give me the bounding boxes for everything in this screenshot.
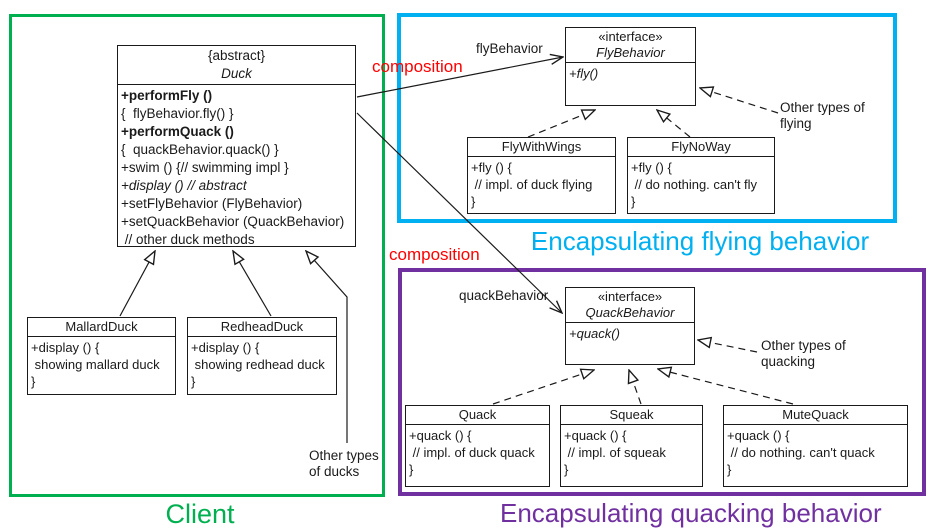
- interface-flybehavior: «interface» FlyBehavior +fly(): [565, 27, 696, 106]
- mutequack-member: // do nothing. can't quack: [727, 445, 875, 460]
- other-ducks-line2: of ducks: [309, 464, 360, 479]
- mutequack-name: MuteQuack: [782, 407, 849, 422]
- duck-stereotype: {abstract}: [207, 48, 266, 63]
- squeak-member: }: [564, 462, 569, 477]
- other-flying-line2: flying: [780, 116, 812, 131]
- other-ducks-label: Other types of ducks: [309, 448, 379, 480]
- duck-member: { quackBehavior.quack() }: [121, 142, 279, 157]
- composition-label-quack: composition: [389, 245, 480, 264]
- flybehavior-member: +fly(): [569, 66, 599, 81]
- flynoway-member: +fly () {: [631, 160, 672, 175]
- class-mutequack-title: MuteQuack: [724, 406, 907, 425]
- flybehavior-stereotype: «interface»: [598, 29, 663, 44]
- class-duck-members: +performFly () { flyBehavior.fly() } +pe…: [118, 85, 355, 251]
- class-flynoway-title: FlyNoWay: [628, 138, 774, 157]
- mallardduck-member: +display () {: [31, 340, 100, 355]
- quackbehavior-member: +quack(): [569, 326, 620, 341]
- other-quacking-label: Other types of quacking: [761, 338, 846, 370]
- quackbehavior-stereotype: «interface»: [597, 289, 663, 304]
- class-squeak-title: Squeak: [561, 406, 702, 425]
- duck-member: +performFly (): [121, 88, 213, 103]
- redheadduck-name: RedheadDuck: [220, 319, 304, 334]
- flynoway-member: }: [631, 194, 636, 209]
- class-quack-members: +quack () { // impl. of duck quack }: [406, 425, 549, 480]
- squeak-member: +quack () {: [564, 428, 627, 443]
- class-quack: Quack +quack () { // impl. of duck quack…: [405, 405, 550, 487]
- squeak-member: // impl. of squeak: [564, 445, 666, 460]
- flynoway-member: // do nothing. can't fly: [631, 177, 758, 192]
- squeak-name: Squeak: [609, 407, 654, 422]
- class-squeak: Squeak +quack () { // impl. of squeak }: [560, 405, 703, 487]
- class-redheadduck-members: +display () { showing redhead duck }: [188, 337, 336, 392]
- class-mallardduck: MallardDuck +display () { showing mallar…: [27, 317, 176, 395]
- interface-flybehavior-members: +fly(): [566, 63, 695, 84]
- redheadduck-member: showing redhead duck: [191, 357, 325, 372]
- class-flywithwings: FlyWithWings +fly () { // impl. of duck …: [467, 137, 616, 214]
- mallardduck-member: showing mallard duck: [31, 357, 160, 372]
- duck-member: +setQuackBehavior (QuackBehavior): [121, 214, 345, 229]
- class-mallardduck-title: MallardDuck: [28, 318, 175, 337]
- class-redheadduck-title: RedheadDuck: [188, 318, 336, 337]
- flybehavior-association-label: flyBehavior: [476, 41, 543, 56]
- composition-label-fly: composition: [372, 57, 463, 76]
- duck-name: Duck: [221, 66, 252, 81]
- flywithwings-member: +fly () {: [471, 160, 512, 175]
- class-duck: {abstract} Duck +performFly () { flyBeha…: [117, 45, 356, 247]
- quack-name: Quack: [458, 407, 497, 422]
- flying-region-caption: Encapsulating flying behavior: [530, 226, 870, 256]
- interface-quackbehavior-title: «interface» QuackBehavior: [566, 288, 694, 323]
- quackbehavior-name: QuackBehavior: [585, 305, 675, 320]
- interface-quackbehavior-members: +quack(): [566, 323, 694, 344]
- duck-member: +display () // abstract: [121, 178, 247, 193]
- class-quack-title: Quack: [406, 406, 549, 425]
- class-duck-title: {abstract} Duck: [118, 46, 355, 85]
- other-quacking-line2: quacking: [761, 354, 816, 369]
- other-flying-label: Other types of flying: [780, 100, 865, 132]
- interface-flybehavior-title: «interface» FlyBehavior: [566, 28, 695, 63]
- other-flying-line1: Other types of: [780, 100, 865, 115]
- quack-member: // impl. of duck quack: [409, 445, 535, 460]
- duck-member: +setFlyBehavior (FlyBehavior): [121, 196, 303, 211]
- redheadduck-member: +display () {: [191, 340, 260, 355]
- other-quacking-line1: Other types of: [761, 338, 846, 353]
- class-flywithwings-title: FlyWithWings: [468, 138, 615, 157]
- class-flynoway: FlyNoWay +fly () { // do nothing. can't …: [627, 137, 775, 214]
- quack-member: }: [409, 462, 414, 477]
- mutequack-member: +quack () {: [727, 428, 790, 443]
- flywithwings-name: FlyWithWings: [501, 139, 582, 154]
- class-mallardduck-members: +display () { showing mallard duck }: [28, 337, 175, 392]
- quacking-region-caption: Encapsulating quacking behavior: [500, 498, 882, 528]
- duck-member: +performQuack (): [121, 124, 234, 139]
- class-flynoway-members: +fly () { // do nothing. can't fly }: [628, 157, 774, 212]
- class-squeak-members: +quack () { // impl. of squeak }: [561, 425, 702, 480]
- class-redheadduck: RedheadDuck +display () { showing redhea…: [187, 317, 337, 395]
- flybehavior-name: FlyBehavior: [596, 45, 665, 60]
- duck-member: +swim () {// swimming impl }: [121, 160, 289, 175]
- class-mutequack-members: +quack () { // do nothing. can't quack }: [724, 425, 907, 480]
- mutequack-member: }: [727, 462, 732, 477]
- class-mutequack: MuteQuack +quack () { // do nothing. can…: [723, 405, 908, 487]
- flywithwings-member: }: [471, 194, 476, 209]
- duck-member: // other duck methods: [121, 232, 255, 247]
- other-ducks-line1: Other types: [309, 448, 379, 463]
- duck-member: { flyBehavior.fly() }: [121, 106, 234, 121]
- flywithwings-member: // impl. of duck flying: [471, 177, 593, 192]
- mallardduck-name: MallardDuck: [65, 319, 138, 334]
- quackbehavior-association-label: quackBehavior: [459, 288, 549, 303]
- mallardduck-member: }: [31, 374, 36, 389]
- quacking-region-frame: [398, 268, 926, 496]
- class-flywithwings-members: +fly () { // impl. of duck flying }: [468, 157, 615, 212]
- quack-member: +quack () {: [409, 428, 472, 443]
- flynoway-name: FlyNoWay: [671, 139, 731, 154]
- redheadduck-member: }: [191, 374, 196, 389]
- client-region-caption: Client: [165, 499, 235, 529]
- interface-quackbehavior: «interface» QuackBehavior +quack(): [565, 287, 695, 365]
